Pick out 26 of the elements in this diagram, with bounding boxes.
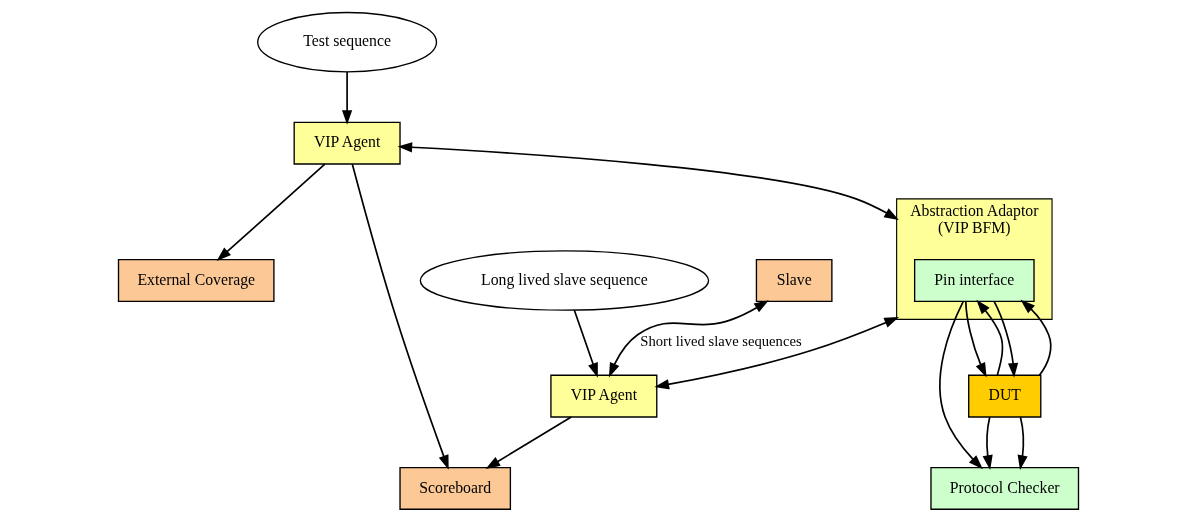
arrow [982, 416, 993, 470]
edge-label: Short lived slave sequences [640, 333, 802, 350]
arrow [964, 300, 987, 378]
arrow [573, 309, 598, 378]
node-box: Slave [755, 259, 833, 303]
node-box: VIP Agent [293, 121, 401, 165]
node-box: VIP Agent [550, 374, 658, 418]
node-box: External Coverage [117, 259, 275, 303]
node-ellipse: Long lived slave sequence [419, 250, 710, 311]
node-box: Scoreboard [399, 466, 512, 510]
node-box: DUT [968, 374, 1042, 418]
arrow [1020, 299, 1052, 377]
arrow [351, 163, 449, 470]
arrow [939, 300, 983, 470]
arrow [608, 300, 769, 378]
arrow [976, 299, 1004, 377]
arrow [654, 316, 899, 390]
arrow [1017, 416, 1028, 470]
arrow [993, 300, 1019, 378]
arrow [216, 163, 326, 262]
node-box: Protocol Checker [930, 466, 1080, 510]
node-box: Pin interface [913, 259, 1035, 303]
node-ellipse: Test sequence [257, 11, 438, 73]
arrow [341, 71, 353, 125]
arrow [485, 416, 573, 469]
arrow [397, 142, 899, 221]
